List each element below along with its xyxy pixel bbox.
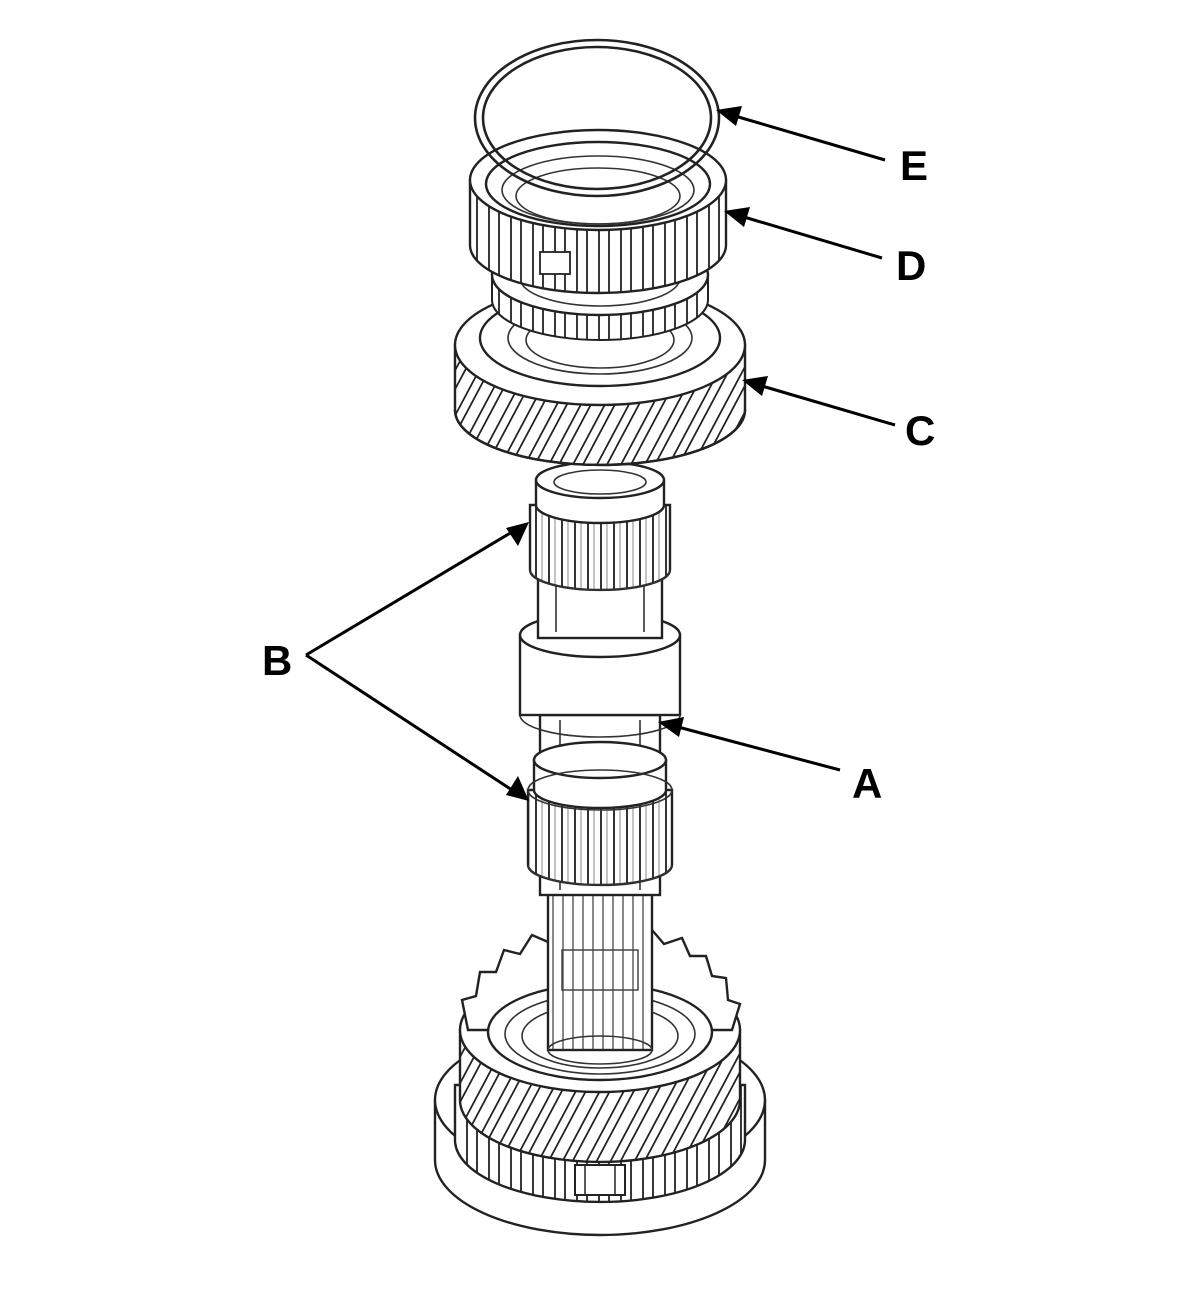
ring-e xyxy=(473,38,721,198)
leader-line-c xyxy=(742,376,896,427)
callout-label-d: D xyxy=(896,242,926,289)
callout-label-b: B xyxy=(262,637,292,684)
leader-line-d xyxy=(724,207,883,260)
lower-needle-bearing-b xyxy=(526,740,674,887)
synchronizer-ring-d xyxy=(468,128,728,295)
leader-line-a xyxy=(658,717,841,772)
callout-label-c: C xyxy=(905,407,935,454)
callout-label-a: A xyxy=(852,760,882,807)
callout-label-e: E xyxy=(900,142,928,189)
leader-line-e xyxy=(716,106,886,162)
leader-lines-b xyxy=(305,522,529,801)
upper-needle-bearing-b xyxy=(528,460,672,592)
